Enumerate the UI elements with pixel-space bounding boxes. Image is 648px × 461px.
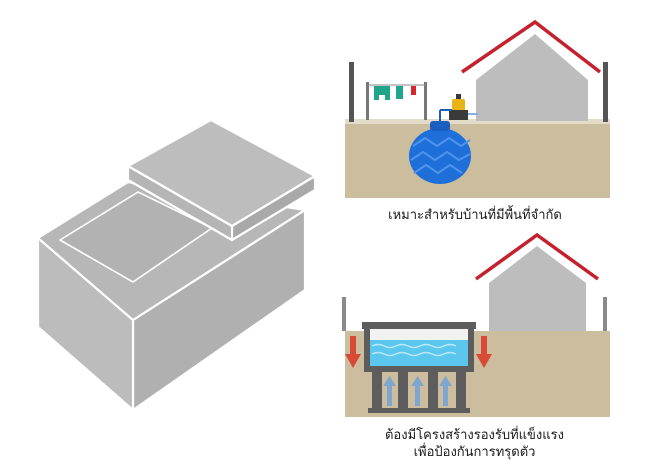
blue-underground-tank-icon bbox=[409, 121, 471, 184]
soil-layer bbox=[345, 123, 610, 198]
lid-top-face bbox=[126, 118, 317, 228]
house-icon bbox=[461, 19, 602, 121]
caption-line-2: เพื่อป้องกันการทรุดตัว bbox=[413, 445, 536, 460]
clothesline-icon bbox=[366, 82, 427, 120]
concrete-tank-illustration bbox=[36, 118, 317, 412]
scene-foundation-support bbox=[342, 232, 610, 417]
caption-line-1: ต้องมีโครงสร้างรองรับที่แข็งแรง bbox=[384, 428, 564, 443]
water-pump-icon bbox=[449, 94, 478, 120]
fence-pole-left-2 bbox=[342, 297, 346, 331]
ground-surface bbox=[345, 119, 610, 124]
support-pillars bbox=[368, 372, 470, 413]
arrow-up-icon bbox=[383, 376, 452, 406]
tank-cross-section bbox=[362, 322, 476, 372]
fence-pole-right-2 bbox=[603, 297, 607, 331]
caption-foundation-support: ต้องมีโครงสร้างรองรับที่แข็งแรง เพื่อป้อ… bbox=[352, 427, 597, 461]
arrow-down-icon bbox=[345, 336, 492, 368]
house-icon-2 bbox=[474, 232, 600, 331]
fence-pole-left bbox=[349, 62, 354, 122]
scene-limited-space bbox=[345, 19, 610, 198]
fence-pole-right bbox=[603, 62, 608, 122]
caption-limited-space: เหมาะสำหรับบ้านที่มีพื้นที่จำกัด bbox=[388, 208, 562, 223]
